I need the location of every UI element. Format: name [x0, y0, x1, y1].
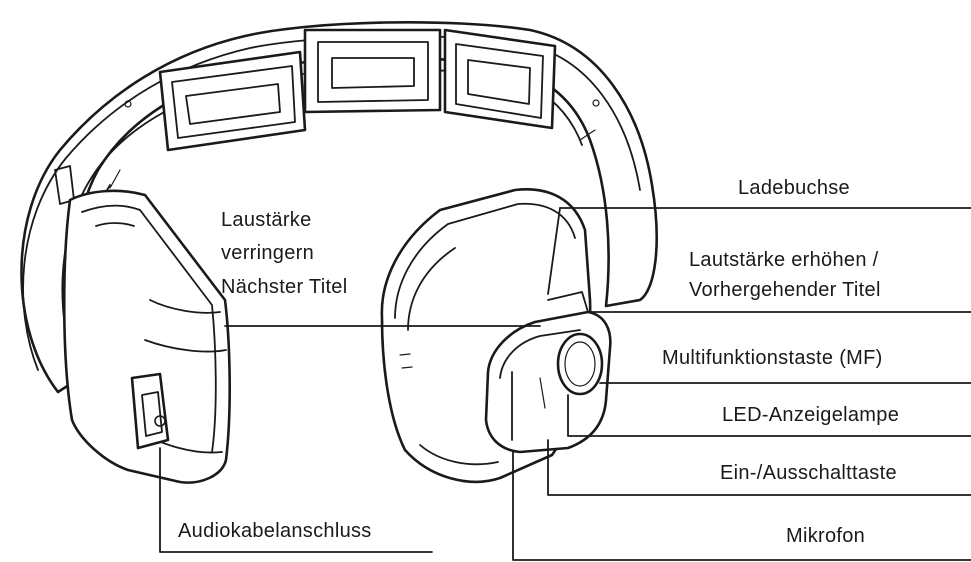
- label-ein-ausschalttaste: Ein-/Ausschalttaste: [720, 462, 897, 484]
- label-multifunktionstaste: Multifunktionstaste (MF): [662, 347, 883, 369]
- left-earcup: [62, 189, 231, 484]
- label-lautstaerke-verringern-line1: Laustärke: [221, 209, 312, 231]
- label-audiokabelanschluss: Audiokabelanschluss: [178, 520, 372, 542]
- label-lautstaerke-erhoehen-line1: Lautstärke erhöhen /: [689, 249, 879, 271]
- label-ladebuchse: Ladebuchse: [738, 177, 850, 199]
- right-earcup: [380, 188, 612, 484]
- label-mikrofon: Mikrofon: [786, 525, 865, 547]
- callout-line-mikrofon: [512, 451, 971, 561]
- callout-lines: [159, 207, 971, 561]
- label-led-anzeigelampe: LED-Anzeigelampe: [722, 404, 899, 426]
- callout-line-ein-aus: [547, 439, 971, 496]
- label-lautstaerke-verringern-line2: verringern: [221, 242, 314, 264]
- callout-line-led: [567, 394, 971, 437]
- callout-line-ladebuchse-lead: [547, 207, 561, 295]
- callout-line-audiokabel: [159, 447, 433, 553]
- label-lautstaerke-verringern-line3: Nächster Titel: [221, 276, 347, 298]
- label-lautstaerke-erhoehen-line2: Vorhergehender Titel: [689, 279, 881, 301]
